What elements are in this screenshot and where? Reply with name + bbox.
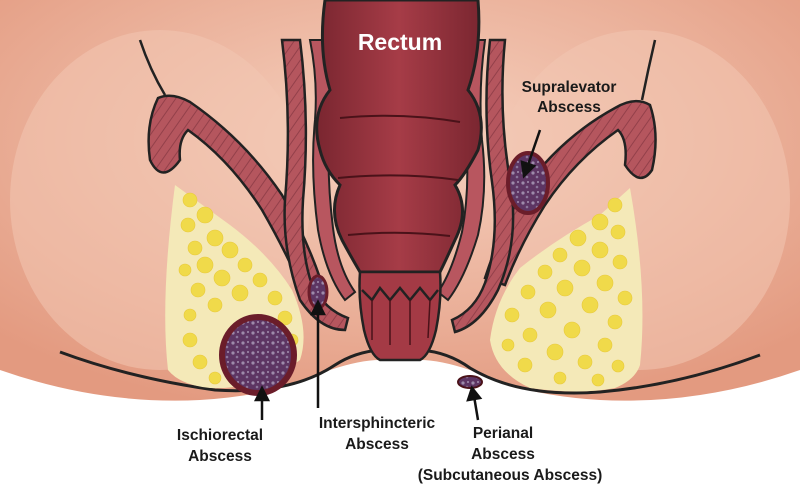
- right-pelvic-wall-line: [640, 39, 657, 101]
- perianal-abscess: [457, 375, 483, 389]
- anal-canal: [358, 270, 442, 362]
- pointer-lines: [253, 129, 542, 421]
- left-pelvic-wall-line: [138, 39, 167, 96]
- supralevator-abscess: [506, 151, 550, 215]
- label-perianal-line1: Perianal: [473, 425, 533, 442]
- label-supralevator-line2: Abscess: [537, 99, 601, 116]
- label-rectum: Rectum: [358, 29, 442, 55]
- rectal-fold-1: [339, 114, 461, 123]
- rectal-fold-3: [347, 231, 451, 237]
- label-intersphincteric-line1: Intersphincteric: [319, 415, 436, 432]
- right-fat-globules: [501, 197, 633, 387]
- anal-columns: [371, 299, 431, 345]
- label-perianal-line3: (Subcutaneous Abscess): [418, 467, 603, 484]
- left-external-sphincter: [280, 38, 350, 332]
- ischiorectal-abscess: [219, 314, 297, 396]
- label-ischiorectal-line1: Ischiorectal: [177, 427, 263, 444]
- rectal-fold-2: [337, 174, 459, 181]
- dentate-line: [361, 285, 439, 302]
- label-ischiorectal-line2: Abscess: [188, 448, 252, 465]
- label-supralevator-line1: Supralevator: [522, 79, 617, 96]
- label-intersphincteric-line2: Abscess: [345, 436, 409, 453]
- label-perianal-line2: Abscess: [471, 446, 535, 463]
